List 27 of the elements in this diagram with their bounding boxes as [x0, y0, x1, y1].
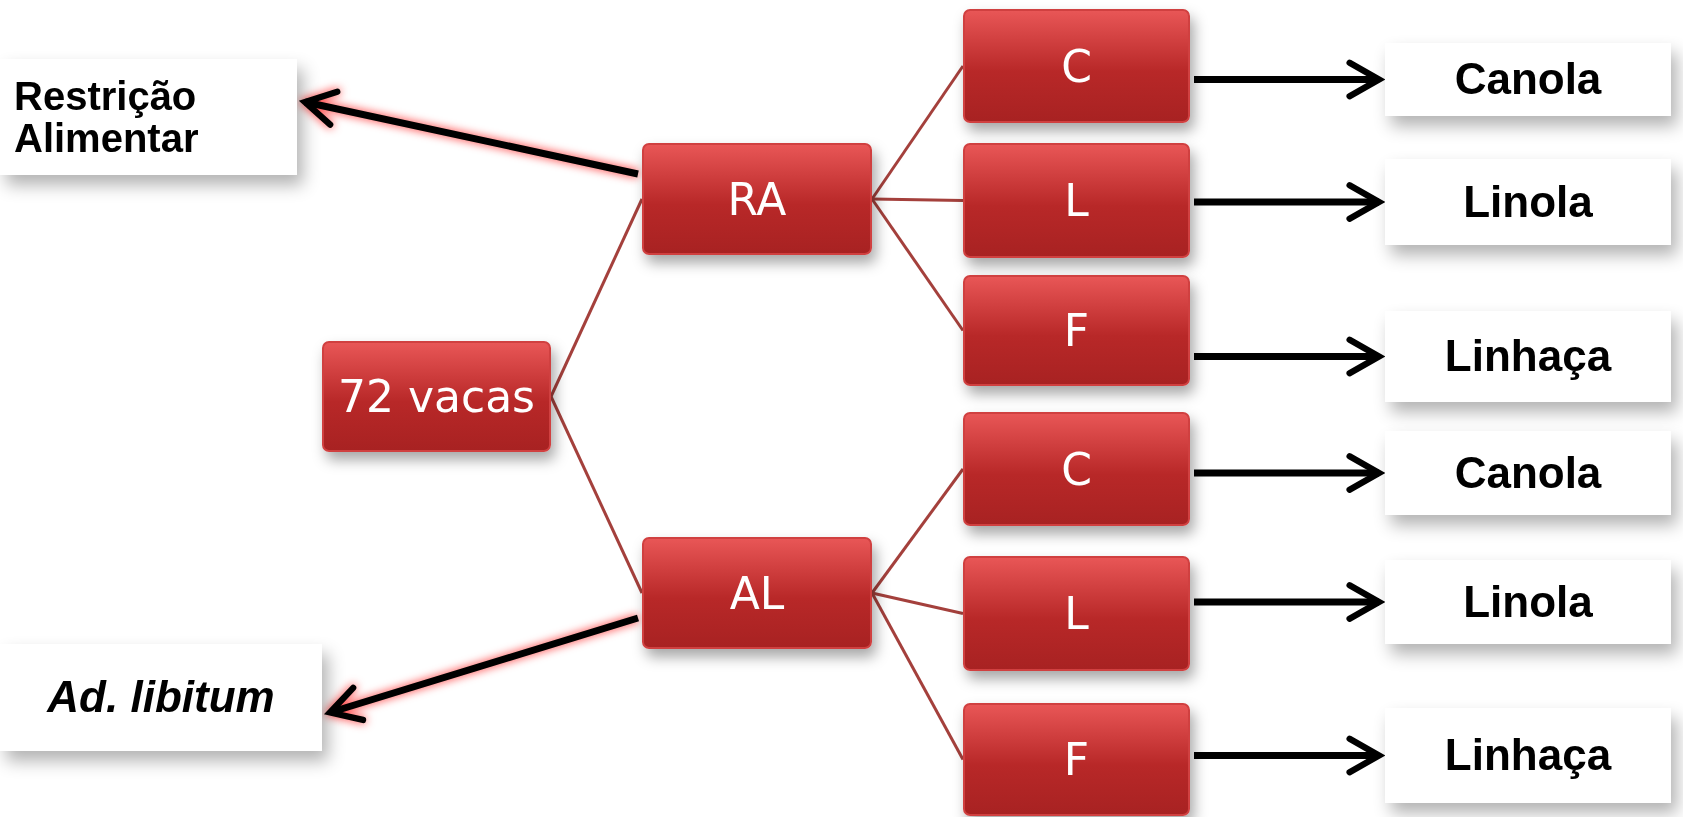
- label-box: Restrição Alimentar: [0, 59, 297, 175]
- label-box: Linhaça: [1385, 311, 1671, 402]
- group-box: AL: [642, 537, 872, 649]
- label-box: Canola: [1385, 431, 1671, 515]
- group-box: L: [963, 556, 1190, 671]
- connector-line: [549, 395, 644, 594]
- connector-line: [870, 198, 965, 332]
- connector-line: [870, 592, 965, 761]
- label-box: Ad. libitum: [0, 644, 322, 751]
- label-box: Canola: [1385, 43, 1671, 116]
- connector-line: [870, 468, 965, 594]
- arrow: [326, 614, 640, 724]
- group-box: C: [963, 9, 1190, 123]
- label-box: Linola: [1385, 560, 1671, 644]
- group-box: F: [963, 703, 1190, 816]
- group-box: RA: [642, 143, 872, 255]
- group-box: 72 vacas: [322, 341, 551, 452]
- connector-line: [871, 591, 964, 615]
- connector-line: [549, 198, 644, 398]
- group-box: L: [963, 143, 1190, 258]
- connector-line: [871, 197, 964, 202]
- arrow: [301, 88, 639, 178]
- label-box: Linhaça: [1385, 708, 1671, 803]
- label-box: Linola: [1385, 159, 1671, 245]
- connector-line: [870, 65, 965, 200]
- group-box: C: [963, 412, 1190, 526]
- group-box: F: [963, 275, 1190, 386]
